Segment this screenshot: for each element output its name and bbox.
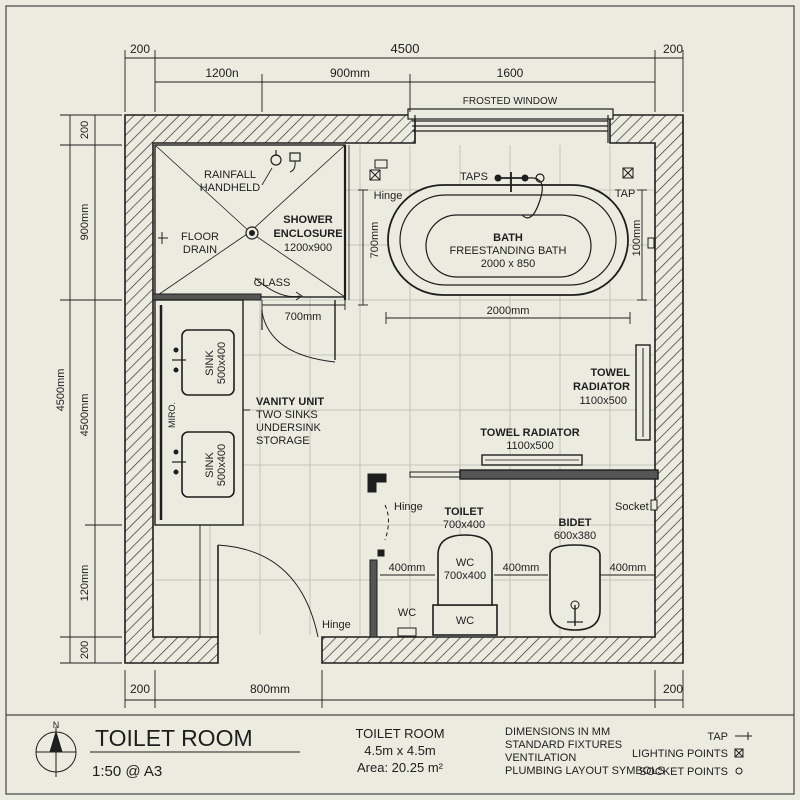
shower-door <box>261 300 336 363</box>
glass-label: GLASS <box>254 277 291 289</box>
titleblock-title: TOILET ROOM <box>95 725 253 751</box>
vanity-line-3: STORAGE <box>256 435 310 447</box>
dim-top-a: 1200n <box>205 66 238 80</box>
dim-left-top: 200 <box>79 121 91 139</box>
sink-2-label: SINK <box>204 452 216 478</box>
dimension-lines <box>60 50 684 708</box>
lower-dim-b: 400mm <box>503 562 540 574</box>
dim-left-upper: 900mm <box>79 204 91 241</box>
vanity-unit <box>154 299 250 526</box>
titleblock-room: TOILET ROOM <box>355 726 444 741</box>
bidet-size: 600x380 <box>554 530 596 542</box>
floor-drain-label-2: DRAIN <box>183 244 217 256</box>
legend-lighting: LIGHTING POINTS <box>632 748 728 760</box>
wc-small-label: WC <box>398 607 416 619</box>
drawing-border <box>5 5 795 795</box>
legend-socket: SOCKET POINTS <box>639 766 728 778</box>
window-label: FROSTED WINDOW <box>463 96 558 107</box>
note-1: DIMENSIONS IN MM <box>505 726 610 738</box>
dim-bottom-left: 200 <box>130 682 150 696</box>
hinge-bottom-label: Hinge <box>322 619 351 631</box>
toilet-title: TOILET <box>445 506 484 518</box>
dim-top-c: 1600 <box>497 66 524 80</box>
sink-1-size: 500x400 <box>216 342 228 384</box>
wc-size: 700x400 <box>444 570 486 582</box>
lower-dim-c: 400mm <box>610 562 647 574</box>
towel-radiator-mid <box>409 454 659 480</box>
bath-title: BATH <box>493 232 523 244</box>
entrance-door[interactable] <box>199 525 319 638</box>
bath-hinge-label: Hinge <box>374 190 403 202</box>
vanity-line-1: TWO SINKS <box>256 409 318 421</box>
frosted-window <box>407 108 614 143</box>
dim-left-middle: 4500mm <box>79 394 91 437</box>
shower-title-1: SHOWER <box>283 214 333 226</box>
radiator-wall-size: 1100x500 <box>579 395 627 407</box>
bath-depth-dim: 700mm <box>369 222 381 259</box>
shower-width-dim: 700mm <box>285 311 322 323</box>
freestanding-bath <box>387 172 629 296</box>
dim-left-total: 4500mm <box>55 369 67 412</box>
shower-size: 1200x900 <box>284 242 332 254</box>
bath-length-dim: 2000mm <box>487 305 530 317</box>
radiator-mid-size: 1100x500 <box>506 440 554 452</box>
toilet-partition <box>369 559 378 638</box>
dim-overall-left: 200 <box>130 42 150 56</box>
dim-left-bottom: 200 <box>79 641 91 659</box>
mirror-label: MIRO. <box>167 402 177 428</box>
bidet-title: BIDET <box>559 517 592 529</box>
radiator-wall-title: TOWEL <box>590 367 630 379</box>
tap-label: TAP <box>615 188 636 200</box>
door-hinge-post <box>367 473 389 557</box>
dim-top-b: 900mm <box>330 66 370 80</box>
taps-label: TAPS <box>460 171 488 183</box>
radiator-mid-title: TOWEL RADIATOR <box>480 427 579 439</box>
sink-2-size: 500x400 <box>216 444 228 486</box>
hinge-door-label: Hinge <box>394 501 423 513</box>
radiator-wall-title-2: RADIATOR <box>573 381 630 393</box>
shower-rainfall-label: RAINFALL <box>204 169 256 181</box>
toilet-wc <box>397 534 498 637</box>
dim-overall-right: 200 <box>663 42 683 56</box>
wc-tank-label: WC <box>456 615 474 627</box>
sink-1-label: SINK <box>204 350 216 376</box>
bath-side-dim: 100mm <box>631 220 643 257</box>
titleblock-dims: 4.5m x 4.5m <box>364 743 436 758</box>
toilet-size: 700x400 <box>443 519 485 531</box>
shower-title-2: ENCLOSURE <box>273 228 342 240</box>
vanity-line-2: UNDERSINK <box>256 422 321 434</box>
socket-label: Socket <box>615 501 649 513</box>
lower-dim-a: 400mm <box>389 562 426 574</box>
legend-tap: TAP <box>707 731 728 743</box>
bath-size: 2000 x 850 <box>481 258 535 270</box>
bath-subtitle: FREESTANDING BATH <box>450 245 567 257</box>
north-label: N <box>53 720 60 730</box>
wc-label: WC <box>456 557 474 569</box>
shower-enclosure <box>152 144 350 301</box>
dim-left-lower: 120mm <box>79 565 91 602</box>
shower-handheld-label: HANDHELD <box>200 182 261 194</box>
note-3: VENTILATION <box>505 752 576 764</box>
dim-bottom-door: 800mm <box>250 682 290 696</box>
note-2: STANDARD FIXTURES <box>505 739 622 751</box>
bidet <box>549 499 658 631</box>
note-4: PLUMBING LAYOUT SYMBOLS <box>505 765 665 777</box>
vanity-title: VANITY UNIT <box>256 396 324 408</box>
dim-bottom-right: 200 <box>663 682 683 696</box>
titleblock-area: Area: 20.25 m² <box>357 760 444 775</box>
titleblock-scale: 1:50 @ A3 <box>92 763 162 780</box>
towel-radiator-wall <box>635 237 655 441</box>
dim-overall-width: 4500 <box>391 41 420 56</box>
floor-drain-label-1: FLOOR <box>181 231 219 243</box>
